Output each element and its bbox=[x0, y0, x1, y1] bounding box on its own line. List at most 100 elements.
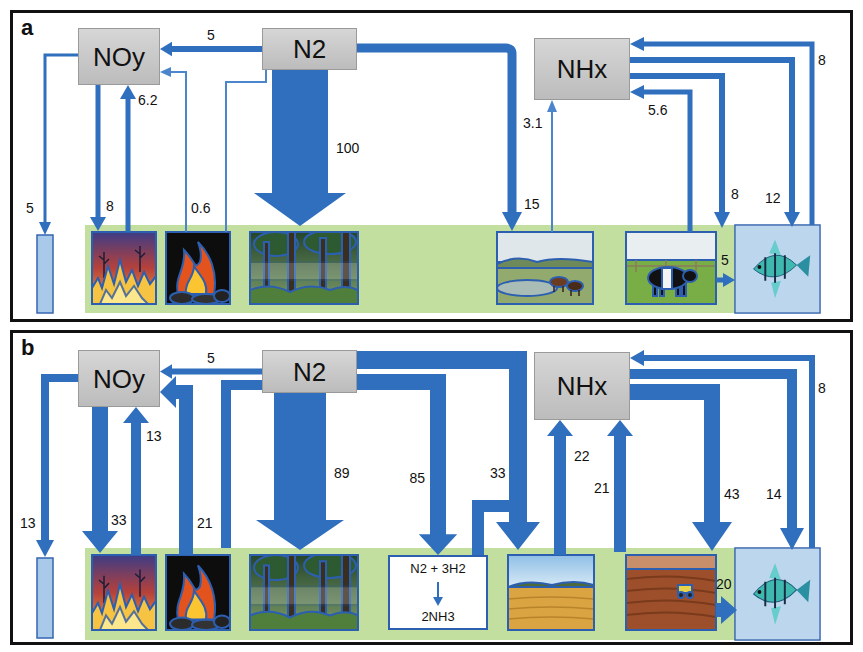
ocean-fish-picture bbox=[736, 549, 819, 639]
flux-arrow bbox=[123, 407, 149, 423]
land-photo bbox=[166, 232, 230, 304]
atmosphere-sink-box bbox=[37, 558, 53, 638]
land-photo bbox=[92, 232, 156, 304]
land-photo bbox=[250, 232, 358, 304]
flux-value: 22 bbox=[574, 448, 590, 464]
land-photo bbox=[626, 555, 716, 630]
species-box: N2 bbox=[262, 28, 357, 70]
flux-arrow bbox=[39, 222, 51, 235]
flux-arrow-shaft bbox=[171, 369, 262, 375]
reaction-equation: N2 + 3H2 bbox=[410, 561, 465, 576]
land-photo bbox=[166, 232, 230, 304]
flux-value: 100 bbox=[336, 140, 359, 156]
flux-value: 5 bbox=[26, 200, 34, 216]
flux-value: 21 bbox=[594, 480, 610, 496]
diagram-panel: aNOyN2NHx bbox=[10, 10, 853, 322]
flux-arrow bbox=[780, 528, 804, 550]
flux-value: 8 bbox=[818, 380, 826, 396]
land-photo bbox=[166, 555, 230, 630]
flux-arrow bbox=[226, 70, 266, 232]
flux-arrow bbox=[630, 76, 722, 213]
reaction-ground bbox=[388, 555, 488, 630]
flux-value: 8 bbox=[731, 186, 739, 202]
flux-value: 5 bbox=[721, 252, 729, 268]
land-photo bbox=[250, 230, 358, 304]
flux-value: 3.1 bbox=[523, 115, 542, 131]
flux-arrow bbox=[502, 212, 522, 231]
ocean-fish-picture bbox=[735, 548, 820, 640]
species-box: N2 bbox=[262, 350, 357, 393]
flux-arrow bbox=[496, 522, 540, 550]
land-band bbox=[85, 225, 735, 640]
flux-arrow bbox=[126, 98, 131, 232]
flux-arrow bbox=[630, 85, 644, 99]
flux-arrow bbox=[96, 85, 101, 218]
flux-value: 5 bbox=[207, 350, 215, 366]
flux-arrow bbox=[160, 67, 171, 77]
flux-arrow bbox=[716, 278, 724, 283]
land-photo bbox=[92, 555, 156, 630]
flux-arrow bbox=[630, 60, 792, 213]
flux-arrow bbox=[478, 506, 510, 555]
flux-arrow bbox=[630, 392, 712, 523]
flux-arrow bbox=[357, 48, 512, 213]
flux-arrow bbox=[36, 540, 54, 557]
reaction-ground bbox=[388, 555, 488, 630]
flux-arrow bbox=[607, 420, 633, 436]
flux-arrow bbox=[160, 42, 262, 56]
flux-value: 8 bbox=[106, 198, 114, 214]
land-photo bbox=[497, 232, 593, 304]
flux-value: 20 bbox=[716, 576, 732, 592]
arrow-head bbox=[419, 534, 457, 555]
flux-value: 21 bbox=[197, 515, 213, 531]
species-name: NHx bbox=[557, 371, 608, 401]
flux-arrow bbox=[170, 72, 186, 232]
flux-arrow bbox=[643, 44, 812, 225]
flux-arrow bbox=[254, 193, 346, 226]
flux-arrow bbox=[274, 393, 326, 521]
species-name: N2 bbox=[293, 34, 326, 64]
species-name: NHx bbox=[557, 54, 608, 84]
panel-letter: b bbox=[21, 335, 34, 361]
ocean-fish-picture bbox=[735, 225, 820, 313]
land-photo bbox=[626, 232, 716, 304]
flux-value: 0.6 bbox=[191, 200, 210, 216]
flux-arrow-shaft bbox=[171, 46, 262, 52]
land-photo bbox=[92, 555, 156, 630]
flux-arrow bbox=[614, 435, 626, 552]
species-name: NOy bbox=[93, 364, 145, 394]
land-photo bbox=[626, 555, 716, 630]
flux-arrow bbox=[721, 596, 737, 624]
flux-arrow bbox=[256, 520, 344, 550]
atmosphere-sink-box bbox=[37, 235, 53, 313]
land-photo bbox=[250, 553, 358, 630]
flux-arrow bbox=[554, 435, 566, 555]
flux-arrow bbox=[714, 212, 730, 228]
flux-arrow bbox=[120, 85, 136, 99]
flux-arrow bbox=[630, 374, 792, 529]
land-photo bbox=[92, 232, 156, 304]
land-photo bbox=[166, 555, 230, 630]
flux-value: 6.2 bbox=[138, 92, 157, 108]
flux-arrow bbox=[692, 522, 732, 551]
flux-arrow bbox=[643, 358, 812, 548]
flux-arrow bbox=[82, 531, 118, 553]
flux-arrow bbox=[160, 364, 262, 378]
arrow-head bbox=[160, 42, 172, 56]
flux-arrow bbox=[226, 385, 262, 548]
flux-arrow bbox=[45, 55, 78, 223]
species-name: NOy bbox=[93, 42, 145, 72]
flux-value: 12 bbox=[765, 190, 781, 206]
flux-arrow bbox=[784, 212, 800, 227]
flux-arrow-shaft bbox=[357, 382, 438, 535]
flux-arrow bbox=[630, 37, 644, 51]
species-box: NOy bbox=[78, 350, 160, 407]
flux-value: 43 bbox=[724, 486, 740, 502]
land-photo bbox=[626, 232, 716, 304]
species-box: NHx bbox=[534, 38, 630, 100]
flux-value: 15 bbox=[524, 196, 540, 212]
flux-arrow bbox=[630, 350, 644, 366]
flux-value: 8 bbox=[818, 52, 826, 68]
reaction-ground bbox=[433, 597, 443, 606]
